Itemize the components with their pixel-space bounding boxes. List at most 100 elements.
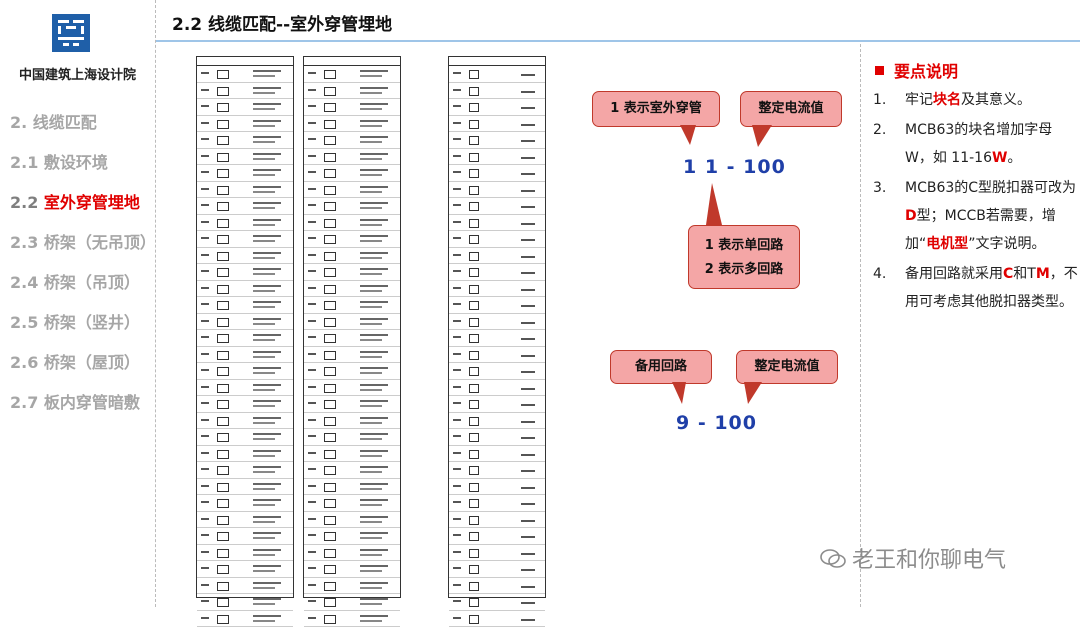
sheet-row [304, 594, 400, 611]
sheet-row [449, 314, 545, 331]
page-title: 2.2 线缆匹配--室外穿管埋地 [172, 10, 392, 35]
sheet-row [197, 413, 293, 430]
sheet-row [304, 396, 400, 413]
sheet-row [304, 495, 400, 512]
sheet-row [304, 198, 400, 215]
callout-outdoor-pipe: 1 表示室外穿管 [592, 91, 720, 127]
sheet-row [304, 545, 400, 562]
sheet-row [449, 248, 545, 265]
schematic-sheet-3 [448, 56, 546, 598]
section-nav: 2. 线缆匹配 2.1 敷设环境 2.2 室外穿管埋地 2.3 桥架（无吊顶） … [10, 112, 156, 432]
sheet-row [304, 165, 400, 182]
key-point-item: 3. MCB63的C型脱扣器可改为D型；MCCB若需要，增加“电机型”文字说明。 [873, 174, 1079, 258]
callout-multi-circuit: 2 表示多回路 [689, 258, 799, 282]
sheet-row [197, 314, 293, 331]
nav-item-tray-ceiling[interactable]: 2.4 桥架（吊顶） [10, 272, 156, 312]
callout-tail [744, 382, 762, 404]
sheet-row [197, 182, 293, 199]
sheet-row [197, 380, 293, 397]
nav-item-tray-no-ceiling[interactable]: 2.3 桥架（无吊顶） [10, 232, 156, 272]
sheet-row [449, 83, 545, 100]
sheet-row [449, 528, 545, 545]
sheet-row [197, 429, 293, 446]
sheet-row [449, 297, 545, 314]
sheet-row [197, 462, 293, 479]
callout-tail [680, 125, 696, 145]
sheet-row [449, 182, 545, 199]
sheet-row [197, 561, 293, 578]
sheet-row [197, 198, 293, 215]
nav-item-cable-matching[interactable]: 2. 线缆匹配 [10, 112, 156, 152]
sheet-row [449, 578, 545, 595]
sheet-header [304, 57, 400, 66]
sheet-row [304, 182, 400, 199]
sheet-row [197, 545, 293, 562]
sheet-row [197, 281, 293, 298]
sheet-row [197, 116, 293, 133]
key-point-item: 2. MCB63的块名增加字母W，如 11-16W。 [873, 116, 1079, 172]
sheet-row [449, 66, 545, 83]
nav-item-tray-roof[interactable]: 2.6 桥架（屋顶） [10, 352, 156, 392]
sheet-row [449, 231, 545, 248]
sheet-header [449, 57, 545, 66]
callout-tail [752, 125, 772, 147]
sheet-row [449, 594, 545, 611]
code-example-2: 9 - 100 [676, 412, 757, 434]
sheet-row [304, 380, 400, 397]
key-points-heading: 要点说明 [875, 58, 958, 82]
sheet-row [304, 264, 400, 281]
chat-bubble-icon [820, 548, 846, 570]
sheet-row [197, 215, 293, 232]
sheet-header [197, 57, 293, 66]
sheet-row [449, 330, 545, 347]
sheet-row [304, 99, 400, 116]
sheet-row [197, 330, 293, 347]
sheet-row [304, 281, 400, 298]
nav-item-outdoor-buried-pipe[interactable]: 2.2 室外穿管埋地 [10, 192, 156, 232]
sheet-row [449, 396, 545, 413]
nav-item-laying-environment[interactable]: 2.1 敷设环境 [10, 152, 156, 192]
sheet-row [449, 561, 545, 578]
sheet-row [197, 66, 293, 83]
sheet-row [449, 429, 545, 446]
title-divider [156, 40, 1080, 42]
key-point-item: 4. 备用回路就采用C和TM，不用可考虑其他脱扣器类型。 [873, 260, 1079, 316]
key-points-list: 1. 牢记块名及其意义。 2. MCB63的块名增加字母W，如 11-16W。 … [873, 86, 1079, 318]
sheet-row [449, 479, 545, 496]
sheet-row [197, 512, 293, 529]
sheet-row [449, 132, 545, 149]
sheet-row [449, 413, 545, 430]
sheet-row [304, 66, 400, 83]
sheet-row [304, 297, 400, 314]
sheet-row [304, 512, 400, 529]
nav-item-tray-shaft[interactable]: 2.5 桥架（竖井） [10, 312, 156, 352]
code-example-1: 1 1 - 100 [683, 156, 786, 178]
sheet-row [197, 83, 293, 100]
sheet-row [197, 248, 293, 265]
bullet-square-icon [875, 66, 884, 75]
sheet-row [304, 132, 400, 149]
callout-tail [706, 183, 722, 225]
sheet-row [304, 330, 400, 347]
callout-tail [672, 382, 686, 404]
sheet-row [304, 528, 400, 545]
company-logo [52, 14, 90, 52]
sheet-row [304, 314, 400, 331]
sheet-row [197, 479, 293, 496]
sheet-row [449, 264, 545, 281]
sheet-row [304, 561, 400, 578]
sheet-row [197, 297, 293, 314]
sheet-row [304, 429, 400, 446]
sheet-row [197, 446, 293, 463]
sheet-row [449, 363, 545, 380]
sheet-row [304, 578, 400, 595]
sheet-row [449, 611, 545, 627]
sidebar: 中国建筑上海设计院 2. 线缆匹配 2.1 敷设环境 2.2 室外穿管埋地 2.… [0, 0, 156, 607]
sheet-row [304, 215, 400, 232]
sheet-row [197, 264, 293, 281]
sheet-row [449, 347, 545, 364]
sheet-row [197, 611, 293, 627]
nav-item-in-slab-pipe[interactable]: 2.7 板内穿管暗敷 [10, 392, 156, 432]
sheet-row [304, 611, 400, 627]
sheet-row [197, 396, 293, 413]
